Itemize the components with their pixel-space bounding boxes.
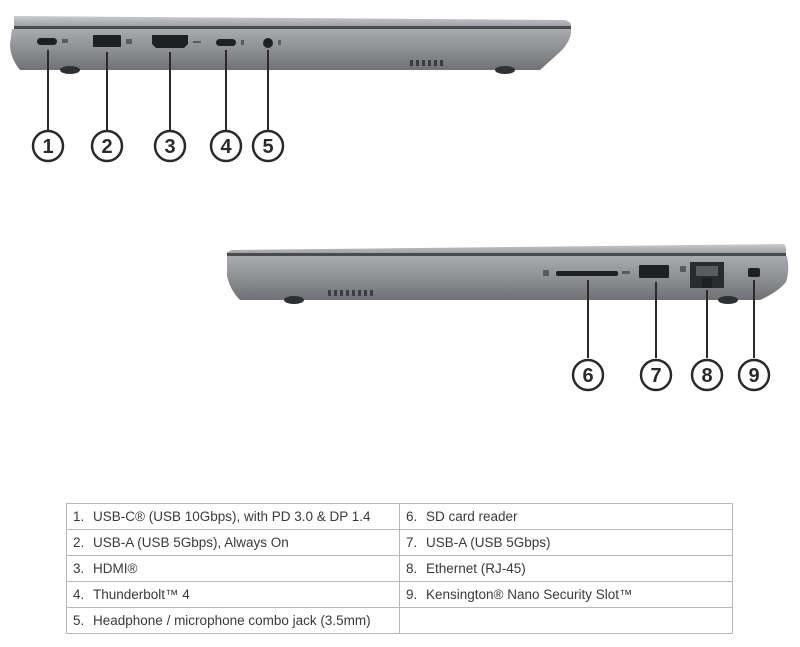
laptop-left-side	[10, 16, 572, 130]
ethernet-port-icon	[690, 262, 724, 288]
callout-group-right: 6 7 8 9	[571, 358, 771, 392]
hdmi-port-icon	[152, 35, 188, 48]
table-row: 1. USB-C® (USB 10Gbps), with PD 3.0 & DP …	[66, 503, 733, 530]
port-label: USB-A (USB 5Gbps)	[426, 535, 551, 550]
svg-text:7: 7	[650, 365, 661, 387]
svg-text:8: 8	[701, 365, 712, 387]
port-number: 3.	[73, 561, 85, 576]
callout-8: 8	[690, 358, 724, 392]
svg-text:4: 4	[220, 136, 232, 158]
callout-4: 4	[209, 129, 243, 163]
port-label: Headphone / microphone combo jack (3.5mm…	[93, 613, 371, 628]
svg-text:1: 1	[42, 136, 53, 158]
port-cell: 6. SD card reader	[399, 503, 733, 530]
port-label: Kensington® Nano Security Slot™	[426, 587, 633, 602]
port-label: USB-C® (USB 10Gbps), with PD 3.0 & DP 1.…	[93, 509, 371, 524]
callout-6: 6	[571, 358, 605, 392]
table-row: 4. Thunderbolt™ 4 9. Kensington® Nano Secu…	[66, 581, 733, 608]
table-row: 3. HDMI® 8. Ethernet (RJ-45)	[66, 555, 733, 582]
port-cell: 1. USB-C® (USB 10Gbps), with PD 3.0 & DP …	[66, 503, 400, 530]
port-number: 8.	[406, 561, 418, 576]
port-cell: 3. HDMI®	[66, 555, 400, 582]
port-label: Ethernet (RJ-45)	[426, 561, 526, 576]
port-legend-table: 1. USB-C® (USB 10Gbps), with PD 3.0 & DP …	[66, 503, 733, 634]
table-row: 5. Headphone / microphone combo jack (3.5…	[66, 607, 733, 634]
port-cell: 2. USB-A (USB 5Gbps), Always On	[66, 529, 400, 556]
callout-5: 5	[251, 129, 285, 163]
port-label: SD card reader	[426, 509, 518, 524]
table-row: 2. USB-A (USB 5Gbps), Always On 7. USB-A (…	[66, 529, 733, 556]
svg-text:6: 6	[582, 365, 593, 387]
port-number: 6.	[406, 509, 418, 524]
svg-text:3: 3	[164, 136, 175, 158]
callout-2: 2	[90, 129, 124, 163]
port-number: 4.	[73, 587, 85, 602]
callout-9: 9	[737, 358, 771, 392]
usb-a-port-right-icon	[639, 265, 669, 278]
port-cell: 8. Ethernet (RJ-45)	[399, 555, 733, 582]
port-cell: 5. Headphone / microphone combo jack (3.5…	[66, 607, 400, 634]
svg-text:2: 2	[101, 136, 112, 158]
callout-3: 3	[153, 129, 187, 163]
callout-group-left: 1 2 3 4 5	[31, 129, 285, 163]
sd-card-slot-icon	[556, 271, 618, 276]
usb-a-port-icon	[93, 35, 121, 47]
port-cell-empty	[399, 607, 733, 634]
port-number: 5.	[73, 613, 85, 628]
port-number: 2.	[73, 535, 85, 550]
port-number: 1.	[73, 509, 85, 524]
port-cell: 7. USB-A (USB 5Gbps)	[399, 529, 733, 556]
callout-1: 1	[31, 129, 65, 163]
port-cell: 4. Thunderbolt™ 4	[66, 581, 400, 608]
svg-text:5: 5	[262, 136, 273, 158]
callout-7: 7	[639, 358, 673, 392]
thunderbolt-port-icon	[216, 39, 236, 46]
port-number: 9.	[406, 587, 418, 602]
port-label: Thunderbolt™ 4	[93, 587, 190, 602]
svg-text:9: 9	[748, 365, 759, 387]
port-number: 7.	[406, 535, 418, 550]
laptop-right-side	[226, 244, 789, 358]
kensington-slot-icon	[748, 268, 760, 277]
usb-c-port-icon	[37, 38, 57, 45]
audio-jack-icon	[263, 38, 273, 48]
port-label: HDMI®	[93, 561, 138, 576]
port-label: USB-A (USB 5Gbps), Always On	[93, 535, 289, 550]
port-cell: 9. Kensington® Nano Security Slot™	[399, 581, 733, 608]
